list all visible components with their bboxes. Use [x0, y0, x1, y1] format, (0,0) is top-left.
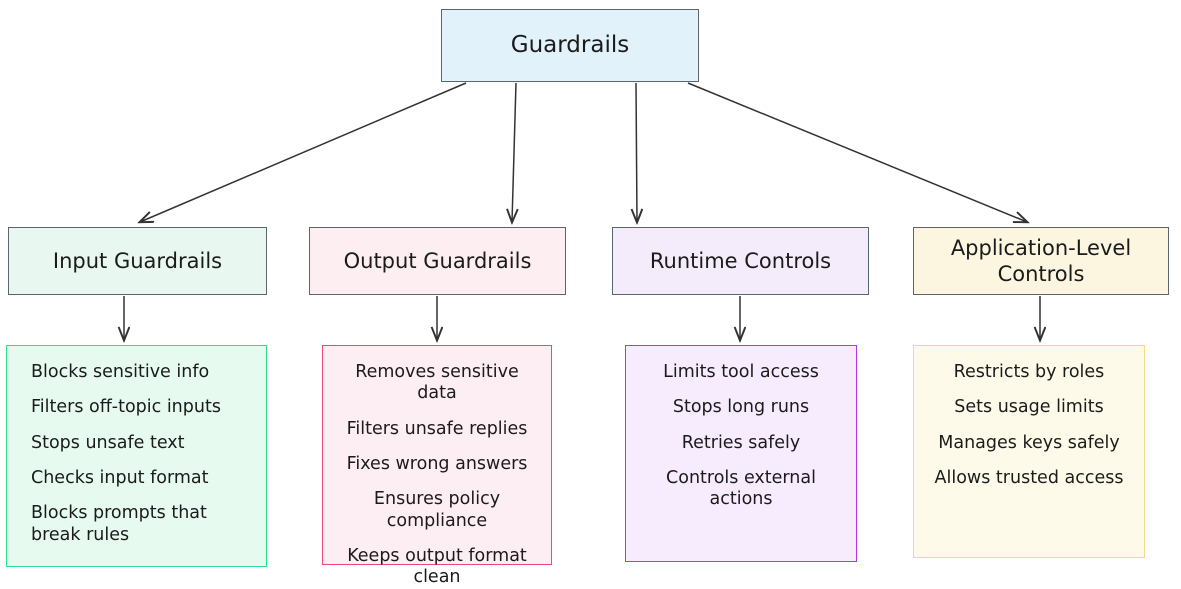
node-label: Application-Level Controls [950, 235, 1132, 286]
detail-item: Controls external actions [666, 468, 816, 510]
detail-item: Removes sensitive data [355, 362, 519, 404]
detail-item: Ensures policy compliance [373, 489, 501, 531]
node-label: Runtime Controls [649, 248, 832, 273]
detail-application-level-controls[interactable]: Restricts by roles Sets usage limits Man… [913, 345, 1145, 558]
edge-root-to-input [140, 82, 467, 222]
node-guardrails-root[interactable]: Guardrails [441, 9, 699, 82]
edge-root-to-runtime [636, 82, 637, 222]
detail-item: Stops unsafe text [31, 432, 185, 453]
node-label: Input Guardrails [52, 248, 223, 273]
detail-output-guardrails[interactable]: Removes sensitive data Filters unsafe re… [322, 345, 552, 587]
detail-item: Keeps output format clean [347, 546, 527, 588]
detail-item: Sets usage limits [954, 397, 1104, 418]
node-label: Output Guardrails [343, 248, 532, 273]
node-runtime-controls[interactable]: Runtime Controls [612, 227, 869, 295]
edge-root-to-output [512, 82, 516, 222]
detail-item: Restricts by roles [953, 362, 1105, 382]
detail-item: Manages keys safely [938, 432, 1120, 453]
edge-root-to-applevel [687, 82, 1027, 222]
detail-item: Filters unsafe replies [346, 418, 528, 439]
detail-item: Filters off-topic inputs [31, 397, 221, 418]
detail-item: Blocks prompts that break rules [31, 503, 207, 545]
detail-item: Allows trusted access [934, 468, 1124, 489]
diagram-canvas: Guardrails Input Guardrails Output Guard… [6, 9, 1169, 587]
detail-item: Limits tool access [663, 362, 819, 382]
detail-item: Checks input format [31, 468, 209, 489]
node-application-level-controls[interactable]: Application-Level Controls [913, 227, 1169, 295]
node-input-guardrails[interactable]: Input Guardrails [8, 227, 267, 295]
node-label: Guardrails [510, 32, 630, 59]
detail-item: Retries safely [681, 432, 801, 453]
detail-item: Stops long runs [672, 397, 810, 418]
node-output-guardrails[interactable]: Output Guardrails [309, 227, 566, 295]
detail-input-guardrails[interactable]: Blocks sensitive info Filters off-topic … [6, 345, 267, 567]
detail-runtime-controls[interactable]: Limits tool access Stops long runs Retri… [625, 345, 857, 562]
detail-item: Fixes wrong answers [346, 454, 528, 475]
detail-item: Blocks sensitive info [31, 362, 210, 382]
